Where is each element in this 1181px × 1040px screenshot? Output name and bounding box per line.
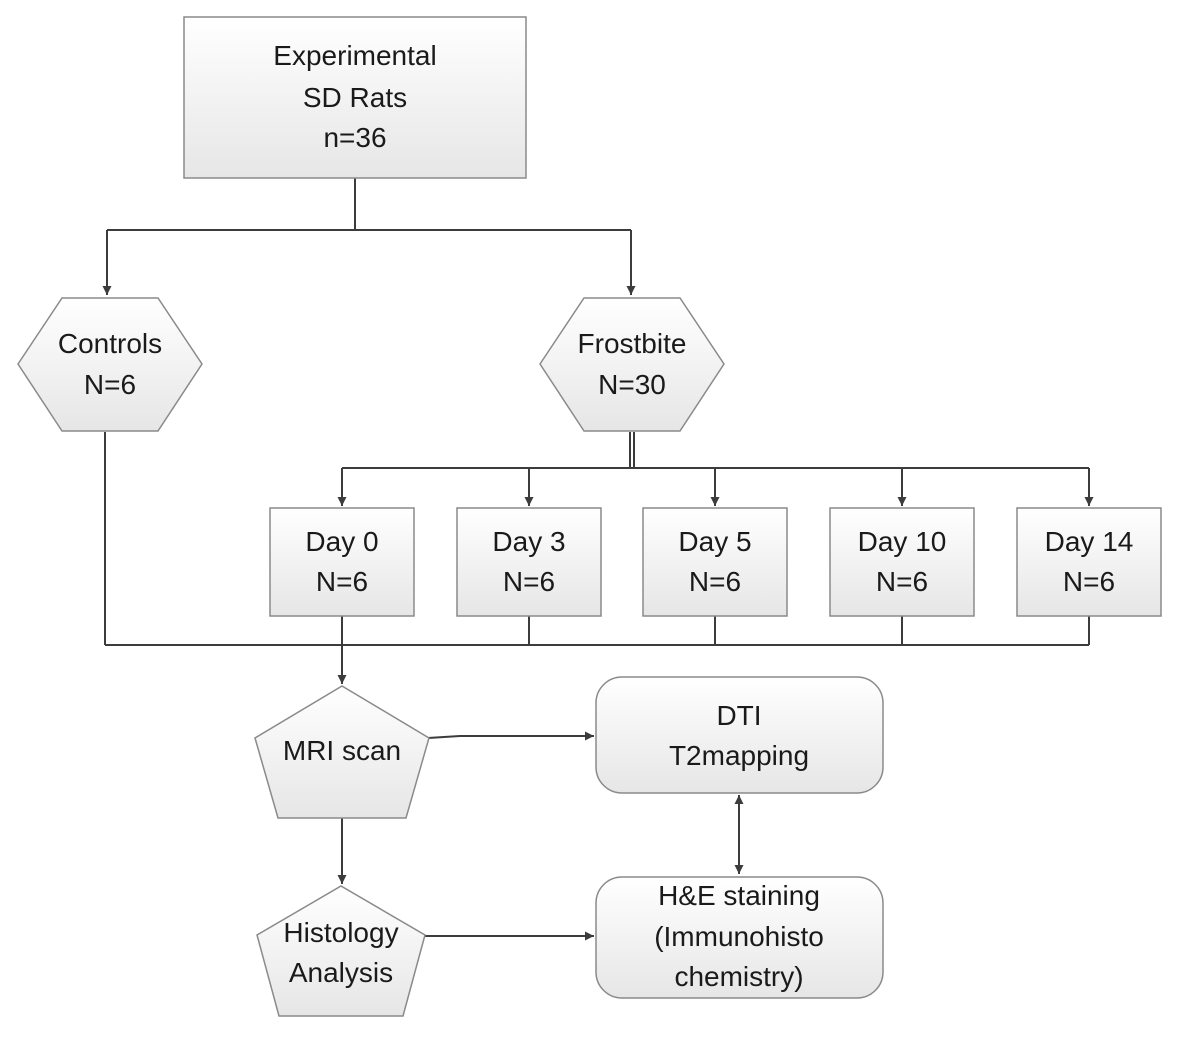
node-frostbite-hexagon xyxy=(539,297,725,432)
node-day-0-box xyxy=(269,507,415,617)
node-day-5-line1: Day 5 xyxy=(678,526,751,557)
node-experimental-rats-line3: n=36 xyxy=(323,122,386,153)
node-he-staining-line2: (Immunohisto xyxy=(654,921,824,952)
node-controls-line2: N=6 xyxy=(84,369,136,400)
node-day-0-line2: N=6 xyxy=(316,566,368,597)
node-day-10-line2: N=6 xyxy=(876,566,928,597)
node-histology-analysis: Histology Analysis xyxy=(256,885,426,1017)
node-experimental-rats-box xyxy=(183,16,527,179)
node-dti-t2mapping: DTI T2mapping xyxy=(595,676,884,794)
node-dti-t2mapping-line1: DTI xyxy=(716,700,761,731)
node-he-staining-line3: chemistry) xyxy=(674,961,803,992)
node-frostbite: Frostbite N=30 xyxy=(539,297,725,432)
node-day-5: Day 5 N=6 xyxy=(642,507,788,617)
node-he-staining-box xyxy=(595,876,884,999)
node-experimental-rats-line1: Experimental xyxy=(273,40,436,71)
node-mri-scan-line1: MRI scan xyxy=(283,735,401,766)
node-day-3-line1: Day 3 xyxy=(492,526,565,557)
node-experimental-rats: Experimental SD Rats n=36 xyxy=(183,16,527,179)
node-day-14-line2: N=6 xyxy=(1063,566,1115,597)
node-day-3-box xyxy=(456,507,602,617)
node-experimental-rats-line2: SD Rats xyxy=(303,82,407,113)
node-he-staining: H&E staining (Immunohisto chemistry) xyxy=(595,876,884,999)
node-dti-t2mapping-box xyxy=(595,676,884,794)
node-day-10-box xyxy=(829,507,975,617)
node-controls-hexagon xyxy=(17,297,203,432)
node-histology-analysis-line1: Histology xyxy=(283,917,398,948)
node-controls-line1: Controls xyxy=(58,328,162,359)
node-day-14: Day 14 N=6 xyxy=(1016,507,1162,617)
node-day-5-box xyxy=(642,507,788,617)
node-he-staining-line1: H&E staining xyxy=(658,880,820,911)
node-histology-analysis-pentagon xyxy=(256,885,426,1017)
node-day-0-line1: Day 0 xyxy=(305,526,378,557)
arrow-mri-to-dti xyxy=(427,731,594,741)
node-mri-scan: MRI scan xyxy=(254,685,430,819)
node-controls: Controls N=6 xyxy=(17,297,203,432)
node-histology-analysis-line2: Analysis xyxy=(289,957,393,988)
node-day-5-line2: N=6 xyxy=(689,566,741,597)
node-day-0: Day 0 N=6 xyxy=(269,507,415,617)
node-day-3: Day 3 N=6 xyxy=(456,507,602,617)
node-frostbite-line1: Frostbite xyxy=(578,328,687,359)
node-dti-t2mapping-line2: T2mapping xyxy=(669,740,809,771)
node-mri-scan-pentagon xyxy=(254,685,430,819)
node-day-14-line1: Day 14 xyxy=(1045,526,1134,557)
node-day-14-box xyxy=(1016,507,1162,617)
node-day-10: Day 10 N=6 xyxy=(829,507,975,617)
node-frostbite-line2: N=30 xyxy=(598,369,666,400)
node-day-10-line1: Day 10 xyxy=(858,526,947,557)
connectors xyxy=(102,178,1094,941)
node-day-3-line2: N=6 xyxy=(503,566,555,597)
